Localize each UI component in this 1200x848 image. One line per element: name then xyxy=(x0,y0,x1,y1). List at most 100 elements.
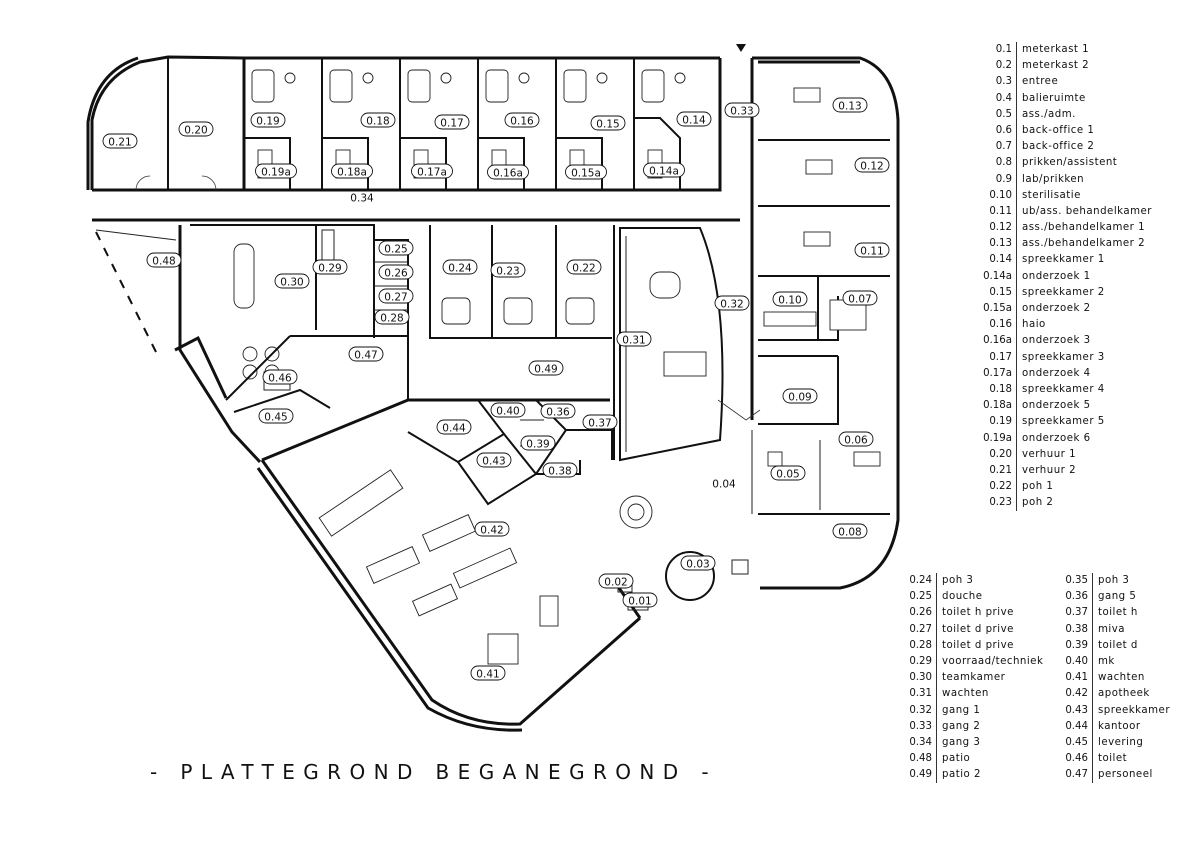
room-label-box xyxy=(616,331,652,347)
legend-name: spreekkamer 1 xyxy=(1022,254,1105,266)
room-label-text: 0.06 xyxy=(844,435,868,447)
room-label-text: 0.27 xyxy=(384,292,407,304)
legend-name: kantoor xyxy=(1098,720,1141,732)
legend-row: 0.14a onderzoek 1 xyxy=(968,268,1152,285)
room-label: 0.28 xyxy=(374,309,410,325)
room-label: 0.46 xyxy=(262,369,298,385)
legend-code: 0.12 xyxy=(968,220,1017,237)
room-label-text: 0.17 xyxy=(440,118,463,130)
room-label-text: 0.08 xyxy=(838,527,861,539)
room-label-text: 0.14a xyxy=(649,166,679,178)
room-label-box xyxy=(442,259,478,275)
room-label-box xyxy=(490,262,526,278)
room-label: 0.29 xyxy=(312,259,348,275)
room-label: 0.15 xyxy=(590,115,626,131)
legend-name: toilet h prive xyxy=(942,607,1014,619)
room-label: 0.18 xyxy=(360,112,396,128)
room-label: 0.19 xyxy=(250,112,286,128)
legend-name: verhuur 2 xyxy=(1022,464,1077,476)
legend-code: 0.42 xyxy=(1052,686,1093,703)
legend-name: poh 1 xyxy=(1022,481,1054,493)
legend-name: ass./behandelkamer 2 xyxy=(1022,238,1146,250)
room-label: 0.21 xyxy=(102,133,138,149)
legend-code: 0.30 xyxy=(890,670,937,687)
room-label-box xyxy=(474,521,510,537)
legend-code: 0.6 xyxy=(968,122,1017,140)
entrance-area xyxy=(617,399,761,611)
legend-code: 0.20 xyxy=(968,446,1017,463)
legend-code: 0.14a xyxy=(968,268,1017,285)
room-label: 0.02 xyxy=(598,573,634,589)
room-label-text: 0.13 xyxy=(838,101,861,113)
room-label-box xyxy=(378,264,414,280)
room-label-box xyxy=(374,309,410,325)
legend-code: 0.21 xyxy=(968,462,1017,480)
room-label-box xyxy=(250,112,286,128)
legend-code: 0.44 xyxy=(1052,718,1093,735)
room-label: 0.38 xyxy=(542,462,578,478)
room-label: 0.26 xyxy=(378,264,414,280)
room-label-text: 0.32 xyxy=(720,299,743,311)
patio-hatching xyxy=(95,229,177,353)
room-label-box xyxy=(312,259,348,275)
legend-name: meterkast 1 xyxy=(1022,44,1090,55)
legend-code: 0.25 xyxy=(890,589,937,606)
room-label: 0.25 xyxy=(378,240,414,256)
legend-name: gang 2 xyxy=(942,720,981,732)
legend-name: patio xyxy=(942,753,971,765)
room-label-text: 0.15 xyxy=(596,119,619,131)
legend-code: 0.49 xyxy=(890,767,937,784)
room-label-text: 0.41 xyxy=(476,669,499,681)
room-label: 0.40 xyxy=(490,402,526,418)
room-label: 0.07 xyxy=(842,290,878,306)
room-label: 0.49 xyxy=(528,360,564,376)
room-label-box xyxy=(504,112,540,128)
room-label-box xyxy=(724,102,760,118)
room-label-text: 0.46 xyxy=(268,373,292,385)
legend-code: 0.28 xyxy=(890,637,937,654)
room-label-box xyxy=(770,465,806,481)
room-label: 0.17a xyxy=(411,163,453,179)
room-label-box xyxy=(378,288,414,304)
legend-code: 0.31 xyxy=(890,686,937,703)
room-label-box xyxy=(487,164,529,180)
room-label: 0.43 xyxy=(476,452,512,468)
right-wing xyxy=(751,87,890,515)
room-label: 0.31 xyxy=(616,331,652,347)
room-label: 0.37 xyxy=(582,414,618,430)
legend-code: 0.15 xyxy=(968,284,1017,301)
legend-code: 0.4 xyxy=(968,90,1017,107)
legend-name: ass./adm. xyxy=(1022,108,1076,120)
room-label: 0.03 xyxy=(680,555,716,571)
room-label-text: 0.48 xyxy=(152,256,175,268)
room-label: 0.20 xyxy=(178,121,214,137)
room-label-box xyxy=(772,291,808,307)
room-label-text: 0.40 xyxy=(496,406,519,418)
legend-row: 0.21 verhuur 2 xyxy=(968,462,1152,480)
room-label-text: 0.44 xyxy=(442,423,466,435)
legend-name: onderzoek 1 xyxy=(1022,270,1091,282)
room-label: 0.10 xyxy=(772,291,808,307)
room-label: 0.45 xyxy=(258,408,294,424)
legend-code: 0.2 xyxy=(968,58,1017,75)
room-label-box xyxy=(622,592,658,608)
room-label-text: 0.17a xyxy=(417,167,447,179)
